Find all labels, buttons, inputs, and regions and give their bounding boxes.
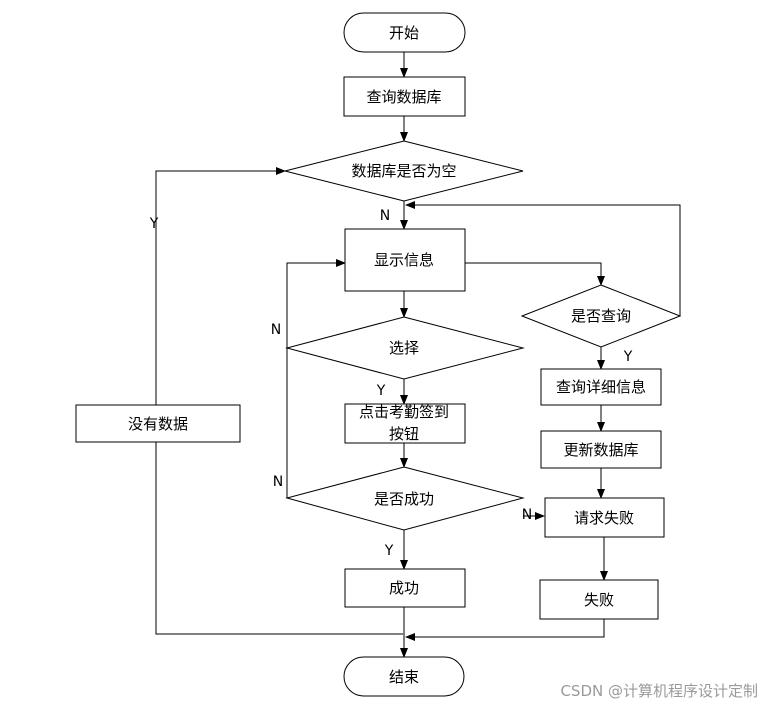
is-success-decision (285, 466, 525, 531)
request-fail-box (544, 497, 665, 538)
db-empty-label: 数据库是否为空 (351, 162, 456, 180)
edge-nodata-to-empty (155, 167, 286, 405)
update-db-label: 更新数据库 (563, 441, 638, 459)
edge-label-success-no-right: N (522, 507, 532, 523)
show-info-box (344, 228, 466, 292)
db-empty-decision (284, 140, 524, 202)
update-db-box (540, 430, 662, 469)
is-query-label: 是否查询 (571, 307, 631, 325)
query-db-label: 查询数据库 (366, 88, 441, 106)
connectors (155, 52, 681, 658)
checkin-label-line2: 按钮 (389, 425, 419, 443)
edge-label-select-no: N (271, 322, 281, 338)
edge-label-success-no-left: N (273, 474, 283, 490)
edge-label-db-empty-no: N (380, 208, 390, 224)
request-fail-label: 请求失败 (574, 509, 634, 527)
edge-label-select-yes: Y (376, 383, 386, 399)
select-decision (285, 316, 525, 380)
query-detail-box (540, 368, 662, 406)
edge-label-success-yes: Y (384, 543, 394, 559)
query-detail-label: 查询详细信息 (556, 378, 646, 396)
edge-isquery-to-show (405, 201, 681, 316)
query-db-box (343, 76, 466, 117)
select-label: 选择 (389, 339, 419, 357)
success-box (344, 568, 466, 608)
is-success-label: 是否成功 (374, 490, 434, 508)
success-label: 成功 (389, 579, 419, 597)
start-terminal (343, 12, 466, 53)
end-terminal (343, 656, 465, 697)
no-data-box (75, 404, 241, 443)
edge-label-query-yes: Y (623, 349, 633, 365)
edge-nodata-to-merge (155, 442, 403, 635)
edge-label-db-empty-yes: Y (149, 216, 159, 232)
edge-select-to-show (286, 259, 346, 348)
end-label: 结束 (389, 668, 419, 686)
fail-box (539, 579, 659, 620)
is-query-decision (520, 284, 682, 348)
start-label: 开始 (389, 24, 419, 42)
checkin-label-line1: 点击考勤签到 (359, 403, 449, 421)
edge-fail-to-merge (405, 619, 605, 641)
checkin-box (344, 403, 466, 444)
fail-label: 失败 (584, 591, 614, 609)
watermark: CSDN @计算机程序设计定制 (560, 682, 758, 700)
edge-show-to-isquery (465, 262, 605, 286)
show-info-label: 显示信息 (374, 251, 434, 269)
no-data-label: 没有数据 (128, 415, 188, 433)
